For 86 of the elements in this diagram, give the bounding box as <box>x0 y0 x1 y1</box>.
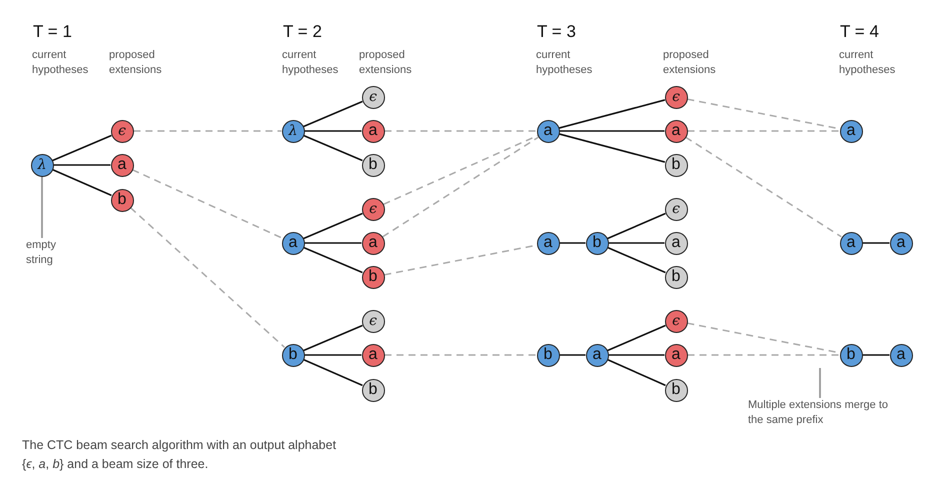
token-circle: ϵ <box>664 86 688 108</box>
time-step-heading: T = 1 <box>33 22 72 42</box>
branch-line <box>607 246 666 274</box>
column-heading: proposed extensions <box>109 48 163 78</box>
dashed-connector <box>130 207 285 348</box>
dashed-connector <box>685 136 842 238</box>
time-step-heading: T = 2 <box>283 22 322 42</box>
token-circle: b <box>536 344 560 366</box>
branch-line <box>303 246 363 274</box>
token-circle: b <box>664 266 688 288</box>
dashed-connector <box>132 169 283 239</box>
token-circle: ϵ <box>362 310 384 332</box>
branch-line <box>560 354 586 356</box>
dashed-connector <box>384 354 536 356</box>
token-circle: ϵ <box>362 198 384 220</box>
branch-line <box>303 212 363 240</box>
leader-line <box>41 176 43 238</box>
token-circle: λ <box>282 120 304 142</box>
branch-line <box>54 164 110 166</box>
token-circle: a <box>362 232 384 254</box>
branch-line <box>608 242 664 244</box>
token-circle: ϵ <box>664 198 688 220</box>
branch-line <box>52 168 112 196</box>
column-heading: proposed extensions <box>359 48 413 78</box>
branch-line <box>304 130 362 132</box>
token-circle: a <box>362 344 384 366</box>
time-step-heading: T = 4 <box>840 22 879 42</box>
token-circle: b <box>586 232 608 254</box>
column-heading: current hypotheses <box>536 48 594 78</box>
annotation-text: Multiple extensions merge to the same prefix <box>748 398 893 428</box>
branch-line <box>560 130 664 132</box>
token-circle: a <box>536 232 560 254</box>
leader-line <box>819 368 821 398</box>
time-step-heading: T = 3 <box>537 22 576 42</box>
branch-line <box>862 354 890 356</box>
token-circle: a <box>890 344 912 366</box>
dashed-connector <box>382 136 539 238</box>
token-circle: b <box>362 378 384 402</box>
token-circle: a <box>840 232 862 254</box>
token-circle: a <box>664 344 688 366</box>
branch-line <box>608 354 664 356</box>
token-circle: a <box>664 120 688 142</box>
token-circle: b <box>362 154 384 176</box>
branch-line <box>607 358 666 386</box>
token-circle: ϵ <box>362 86 384 108</box>
branch-line <box>303 134 363 162</box>
token-circle: a <box>110 154 134 176</box>
token-circle: ϵ <box>664 310 688 332</box>
token-circle: b <box>110 188 134 212</box>
token-circle: a <box>890 232 912 254</box>
caption: The CTC beam search algorithm with an output alphabet {ϵ, a, b} and a beam size of three. <box>22 437 338 473</box>
token-circle: a <box>586 344 608 366</box>
token-circle: ϵ <box>110 120 134 142</box>
token-circle: b <box>664 154 688 176</box>
token-circle: a <box>664 232 688 254</box>
token-circle: a <box>362 120 384 142</box>
annotation-text: empty string <box>26 238 76 268</box>
branch-line <box>303 100 363 128</box>
branch-line <box>304 354 362 356</box>
branch-line <box>304 242 362 244</box>
token-circle: b <box>282 344 304 366</box>
column-heading: current hypotheses <box>282 48 340 78</box>
token-circle: a <box>536 120 560 142</box>
column-heading: current hypotheses <box>32 48 90 78</box>
branch-line <box>303 324 363 352</box>
token-circle: b <box>362 266 384 288</box>
token-circle: λ <box>30 154 54 176</box>
branch-line <box>607 324 666 352</box>
branch-line <box>560 242 586 244</box>
branch-line <box>303 358 363 386</box>
dashed-connector <box>384 130 536 132</box>
dashed-connector <box>688 354 840 356</box>
column-heading: current hypotheses <box>839 48 896 78</box>
token-circle: b <box>664 378 688 402</box>
token-circle: a <box>840 120 862 142</box>
branch-line <box>52 134 112 162</box>
branch-line <box>558 99 666 129</box>
branch-line <box>862 242 890 244</box>
column-heading: proposed extensions <box>663 48 717 78</box>
token-circle: b <box>840 344 862 366</box>
branch-line <box>607 212 666 240</box>
dashed-connector <box>134 130 282 132</box>
dashed-connector <box>688 130 840 132</box>
branch-line <box>558 133 666 163</box>
dashed-connector <box>383 135 538 205</box>
token-circle: a <box>282 232 304 254</box>
